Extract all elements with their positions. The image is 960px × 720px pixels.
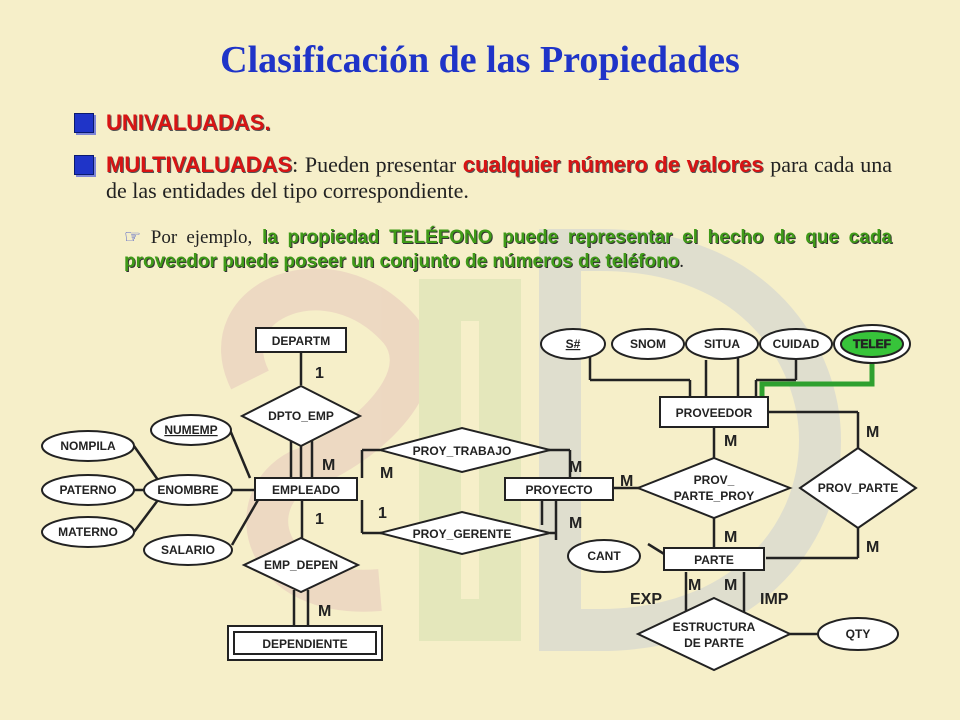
entity-proveedor-label: PROVEEDOR	[676, 406, 753, 420]
example-highlight: la propiedad TELÉFONO puede representar …	[124, 227, 892, 272]
card-exp-label: EXP	[630, 591, 662, 608]
bullet-icon	[74, 113, 94, 133]
rel-dpto-emp: DPTO_EMP	[239, 384, 363, 448]
rel-proy-gerente: PROY_GERENTE	[379, 510, 551, 556]
attr-telef: TELEF	[833, 324, 911, 364]
attr-salario-label: SALARIO	[161, 543, 215, 557]
entity-departm: DEPARTM	[255, 327, 347, 353]
example-paragraph: ☞ Por ejemplo, la propiedad TELÉFONO pue…	[124, 226, 892, 274]
attr-snom: SNOM	[611, 328, 685, 360]
rel-estructura-label-2: DE PARTE	[684, 636, 744, 650]
attr-qty-label: QTY	[846, 627, 871, 641]
card-gerente-m: M	[569, 515, 582, 532]
card-imp-m: M	[724, 577, 737, 594]
rel-proy-trabajo: PROY_TRABAJO	[376, 426, 551, 474]
rel-estructura-label-1: ESTRUCTURA	[673, 620, 756, 634]
attr-materno: MATERNO	[41, 516, 135, 548]
rel-proy-trabajo-label: PROY_TRABAJO	[413, 444, 512, 458]
card-gerente-1: 1	[378, 505, 387, 522]
card-depen-1: 1	[315, 511, 324, 528]
multi-highlight: cualquier número de valores	[462, 152, 764, 177]
attr-cuidad-label: CUIDAD	[773, 337, 820, 351]
attr-numemp: NUMEMP	[150, 414, 232, 446]
bullet-univaluadas: UNIVALUADAS.	[106, 110, 924, 136]
rel-emp-depen-label: EMP_DEPEN	[264, 558, 338, 572]
entity-empleado-label: EMPLEADO	[272, 483, 340, 497]
attr-situa: SITUA	[685, 328, 759, 360]
attr-salario: SALARIO	[143, 534, 233, 566]
rel-prov-parte-label: PROV_PARTE	[818, 481, 898, 495]
attr-snum: S#	[540, 328, 606, 360]
entity-proyecto-label: PROYECTO	[525, 483, 592, 497]
card-dpto-m: M	[322, 457, 335, 474]
entity-departm-label: DEPARTM	[272, 334, 330, 348]
colon-text: :	[292, 152, 299, 177]
rel-prov-parte-proy-label-2: PARTE_PROY	[674, 489, 754, 503]
entity-dependiente: DEPENDIENTE	[227, 625, 383, 661]
entity-empleado: EMPLEADO	[254, 477, 358, 501]
attr-situa-label: SITUA	[704, 337, 740, 351]
attr-snom-label: SNOM	[630, 337, 666, 351]
bullet-icon	[74, 155, 94, 175]
card-prov-m: M	[724, 433, 737, 450]
multi-text-1: Pueden presentar	[304, 152, 457, 177]
card-parte-m: M	[724, 529, 737, 546]
multi-text-2: para cada una de las entidades del tipo …	[106, 152, 892, 203]
card-proy-m: M	[620, 473, 633, 490]
entity-proveedor: PROVEEDOR	[659, 396, 769, 428]
rel-prov-parte: PROV_PARTE	[798, 446, 918, 530]
card-provparte-m-bottom: M	[866, 539, 879, 556]
rel-emp-depen: EMP_DEPEN	[241, 536, 361, 594]
attr-telef-label: TELEF	[853, 337, 891, 351]
attr-cuidad: CUIDAD	[759, 328, 833, 360]
card-dpto-1: 1	[315, 365, 324, 382]
attr-snum-label: S#	[566, 337, 581, 351]
card-trabajo-m-right: M	[569, 459, 582, 476]
entity-proyecto: PROYECTO	[504, 477, 614, 501]
card-trabajo-m-left: M	[380, 465, 393, 482]
rel-dpto-emp-label: DPTO_EMP	[268, 409, 334, 423]
card-provparte-m-top: M	[866, 424, 879, 441]
attr-nompila-label: NOMPILA	[60, 439, 116, 453]
card-imp-label: IMP	[760, 591, 789, 608]
card-depen-m: M	[318, 603, 331, 620]
card-exp-m: M	[688, 577, 701, 594]
telef-connector	[759, 360, 875, 397]
rel-estructura-parte: ESTRUCTURA DE PARTE	[635, 596, 793, 672]
attr-cant-label: CANT	[587, 549, 621, 563]
attr-numemp-label: NUMEMP	[164, 423, 217, 437]
pointing-hand-icon: ☞	[124, 227, 142, 248]
attr-enombre-label: ENOMBRE	[157, 483, 218, 497]
attr-paterno: PATERNO	[41, 474, 135, 506]
bullet-multivaluadas: MULTIVALUADAS: Pueden presentar cualquie…	[106, 152, 892, 204]
rel-prov-parte-proy-label-1: PROV_	[694, 473, 735, 487]
attr-enombre: ENOMBRE	[143, 474, 233, 506]
example-intro: Por ejemplo,	[150, 227, 253, 248]
attr-cant: CANT	[567, 539, 641, 573]
entity-dependiente-label: DEPENDIENTE	[262, 637, 347, 651]
attr-qty: QTY	[817, 617, 899, 651]
rel-prov-parte-proy: PROV_ PARTE_PROY	[635, 456, 793, 520]
example-end: .	[679, 251, 685, 272]
rel-proy-gerente-label: PROY_GERENTE	[413, 527, 512, 541]
attr-nompila: NOMPILA	[41, 430, 135, 462]
entity-parte-label: PARTE	[694, 553, 734, 567]
page-title: Clasificación de las Propiedades	[220, 39, 740, 81]
attr-materno-label: MATERNO	[58, 525, 118, 539]
logo-s-shape	[221, 268, 432, 612]
univaluadas-label: UNIVALUADAS.	[106, 110, 271, 135]
multivaluadas-label: MULTIVALUADAS	[106, 152, 293, 177]
attr-paterno-label: PATERNO	[60, 483, 117, 497]
entity-parte: PARTE	[663, 547, 765, 571]
